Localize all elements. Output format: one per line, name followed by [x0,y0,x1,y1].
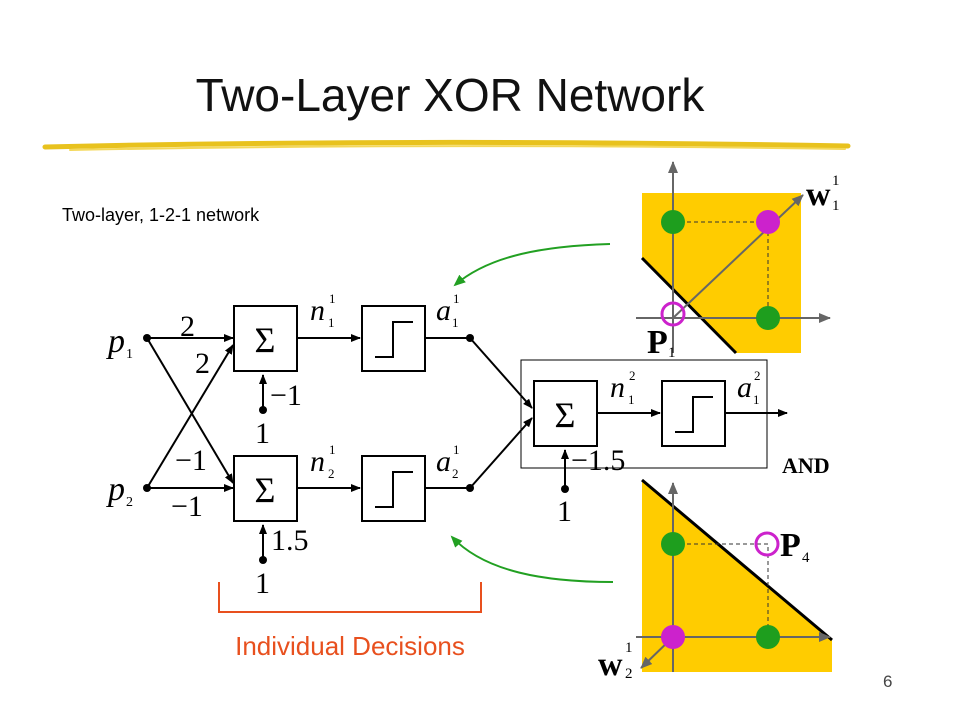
weight-w11: 2 [180,310,195,343]
svg-text:2: 2 [754,368,761,383]
bottom-point-p3 [756,625,780,649]
svg-text:1: 1 [628,392,635,407]
svg-text:1: 1 [453,442,460,457]
top-decision-plot: w 1 1 P 1 [636,161,840,361]
top-p-label: P [647,324,668,361]
svg-text:1: 1 [126,347,133,362]
svg-text:2: 2 [452,466,459,481]
bias-b1: −1 [270,379,302,412]
top-point-p4 [756,306,780,330]
svg-text:4: 4 [802,550,810,566]
top-green-arrow [453,243,611,287]
bottom-dashed-guides [673,543,769,637]
bottom-point-p1 [661,625,685,649]
svg-text:p: p [106,323,125,360]
sum-box-1 [233,305,298,372]
svg-text:n: n [310,445,325,478]
individual-decisions-bracket [218,582,482,613]
weight-w22: −1 [171,490,203,523]
svg-text:n: n [610,371,625,404]
svg-text:1: 1 [557,495,572,528]
svg-text:1: 1 [255,417,270,450]
svg-text:n: n [310,294,325,327]
svg-text:1: 1 [328,315,335,330]
svg-text:1: 1 [329,442,336,457]
svg-text:1: 1 [832,173,840,189]
svg-text:2: 2 [625,666,633,682]
sum-box-2 [233,455,298,522]
svg-text:1: 1 [668,345,676,361]
svg-text:2: 2 [126,495,133,510]
bottom-point-p2 [661,532,685,556]
svg-text:1: 1 [255,567,270,600]
top-decision-line [640,256,738,355]
svg-text:1: 1 [832,198,840,214]
sum-box-3 [533,380,598,447]
svg-text:2: 2 [328,466,335,481]
network: p 1 p 2 2 2 −1 −1 Σ Σ −1 1 1.5 1 n 1 1 n [106,291,788,600]
and-label: AND [782,453,830,478]
svg-text:Σ: Σ [255,320,276,360]
bottom-p-label: P [780,527,801,564]
svg-text:Σ: Σ [555,395,576,435]
svg-text:p: p [106,471,125,508]
slide-title: Two-Layer XOR Network [195,69,705,121]
title-underline [42,139,851,151]
top-point-p1 [660,301,686,327]
individual-decisions-label: Individual Decisions [235,631,465,661]
svg-text:2: 2 [629,368,636,383]
weight-w21: −1 [175,444,207,477]
svg-text:1: 1 [452,315,459,330]
svg-text:1: 1 [453,291,460,306]
svg-text:1: 1 [625,640,633,656]
bottom-w-label: w [598,646,623,683]
bottom-region [642,480,832,672]
svg-text:Σ: Σ [255,470,276,510]
svg-text:a: a [436,294,451,327]
top-point-p2 [661,210,685,234]
page-number: 6 [883,672,893,691]
weight-w12: 2 [195,347,210,380]
top-w-label: w [806,176,831,213]
svg-text:1: 1 [753,392,760,407]
bottom-point-p4 [754,531,780,557]
svg-text:a: a [737,371,752,404]
bias-b2: 1.5 [271,524,309,557]
top-weight-vector [672,194,804,319]
svg-text:a: a [436,445,451,478]
svg-text:1: 1 [329,291,336,306]
top-point-p3 [756,210,780,234]
slide-subtitle: Two-layer, 1-2-1 network [62,205,260,225]
bottom-decision-plot: P 4 w 1 2 [598,478,833,683]
bias-b3: −1.5 [571,444,625,477]
bottom-green-arrow [450,535,614,583]
